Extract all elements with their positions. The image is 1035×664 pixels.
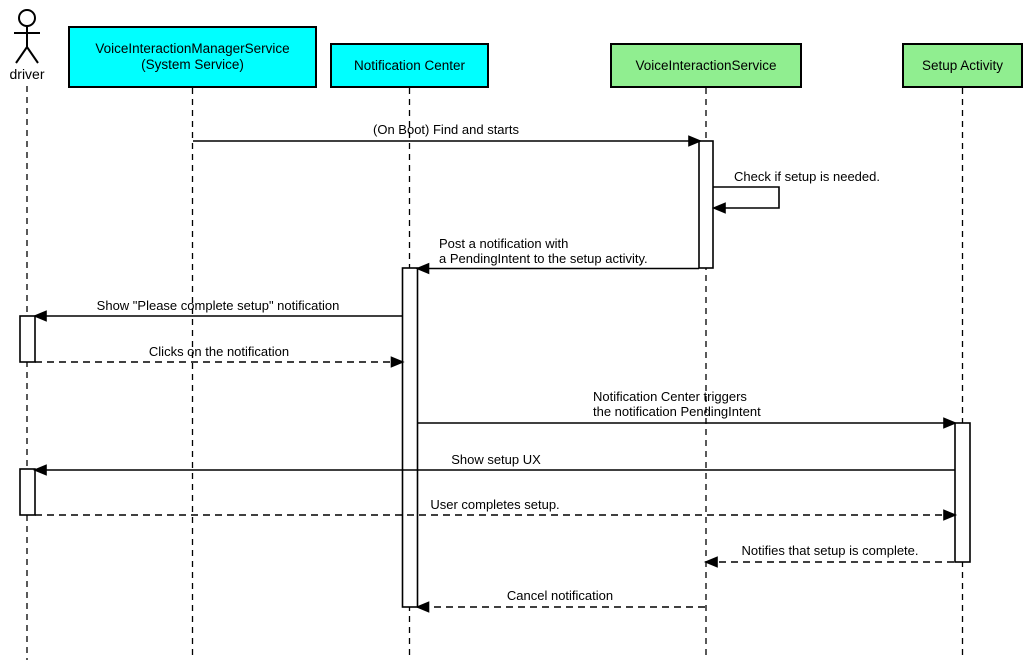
actor-figure-icon — [14, 9, 40, 64]
participant-voiceinteractionmanagerservice: VoiceInteractionManagerService (System S… — [68, 26, 317, 88]
message-arrow-post-notification — [415, 262, 699, 275]
message-line: Notification Center triggers — [593, 389, 747, 404]
participant-setup-activity: Setup Activity — [902, 43, 1023, 88]
activation-driver-2 — [19, 468, 36, 516]
message-label-post-notification: Post a notification with a PendingIntent… — [439, 236, 648, 266]
message-arrow-on-boot-find-and-starts — [193, 135, 703, 147]
message-arrow-clicks-on-notification — [35, 356, 405, 368]
message-arrow-triggers-pendingintent — [418, 417, 958, 429]
activation-driver-1 — [19, 315, 36, 363]
participant-sublabel: (System Service) — [141, 57, 244, 72]
actor-driver-label: driver — [9, 66, 45, 82]
message-line: the notification PendingIntent — [593, 404, 761, 419]
message-label-on-boot-find-and-starts: (On Boot) Find and starts — [373, 122, 519, 137]
message-line: Post a notification with — [439, 236, 569, 251]
activation-voiceinteractionservice — [698, 140, 714, 269]
participant-label: Setup Activity — [921, 57, 1004, 73]
message-label-user-completes-setup: User completes setup. — [430, 497, 560, 512]
message-arrow-show-setup-ux — [32, 464, 955, 476]
message-label-clicks-on-notification: Clicks on the notification — [148, 344, 290, 359]
message-arrow-show-complete-setup-notification — [32, 310, 402, 322]
message-label-show-setup-ux: Show setup UX — [451, 452, 541, 467]
message-arrow-cancel-notification — [415, 601, 705, 613]
participant-label: VoiceInteractionManagerService — [95, 41, 290, 56]
message-arrow-notifies-setup-complete — [703, 556, 954, 568]
participant-label: VoiceInteractionService — [635, 57, 777, 73]
message-label-check-if-setup-needed: Check if setup is needed. — [734, 169, 880, 184]
message-label-triggers-pendingintent: Notification Center triggers the notific… — [593, 389, 761, 419]
message-arrow-check-if-setup-needed-self — [711, 186, 780, 214]
message-line: a PendingIntent to the setup activity. — [439, 251, 648, 266]
participant-notification-center: Notification Center — [330, 43, 489, 88]
message-label-show-complete-setup-notification: Show "Please complete setup" notificatio… — [96, 298, 340, 313]
activation-setup-activity — [954, 422, 971, 563]
message-label-cancel-notification: Cancel notification — [506, 588, 614, 603]
participant-label: Notification Center — [353, 57, 466, 73]
message-arrow-user-completes-setup — [35, 509, 958, 521]
message-label-notifies-setup-complete: Notifies that setup is complete. — [741, 543, 919, 558]
activation-notification-center — [401, 267, 419, 608]
participant-voiceinteractionservice: VoiceInteractionService — [610, 43, 802, 88]
